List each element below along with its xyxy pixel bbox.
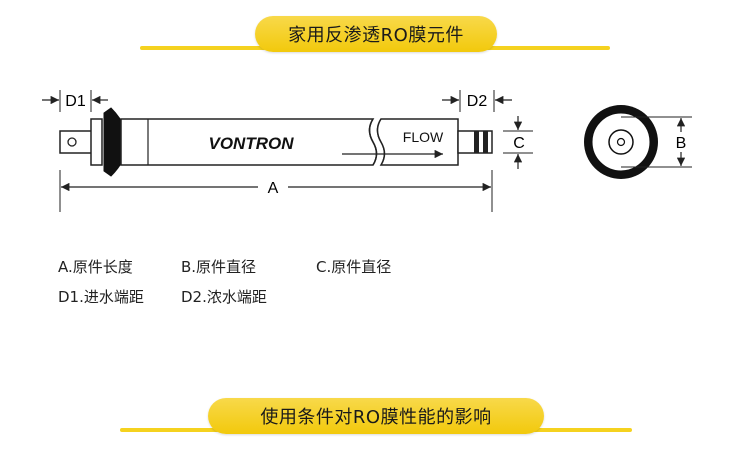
b-dimension: B [621,116,692,168]
flow-label: FLOW [403,129,444,145]
end-view [584,105,658,179]
d2-label: D2 [467,93,488,110]
a-dimension: A [59,170,493,212]
legend-c: C.原件直径 [316,258,392,276]
legend-a: A.原件长度 [58,258,133,276]
c-label: C [513,135,525,152]
d2-dimension: D2 [442,90,512,112]
bottom-banner: 使用条件对RO膜性能的影响 [0,396,750,436]
top-banner: 家用反渗透RO膜元件 [0,14,750,54]
legend-b: B.原件直径 [181,258,257,276]
brand-text: VONTRON [209,134,295,153]
legend-d1: D1.进水端距 [58,288,144,306]
d1-label: D1 [65,93,86,110]
bottom-banner-title: 使用条件对RO膜性能的影响 [208,398,544,434]
top-banner-title: 家用反渗透RO膜元件 [255,16,497,52]
membrane-element: VONTRON FLOW [59,107,493,177]
b-label: B [676,135,687,152]
c-dimension: C [503,116,533,169]
legend-d2: D2.浓水端距 [181,288,267,306]
a-label: A [268,180,279,197]
d1-dimension: D1 [42,90,108,112]
